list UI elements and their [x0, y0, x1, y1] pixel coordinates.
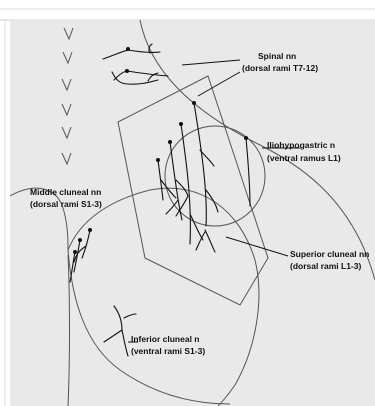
label-middle-cluneal-line1: Middle cluneal nn — [30, 187, 101, 197]
label-superior-cluneal-line1: Superior cluneal nn — [290, 249, 369, 259]
label-inferior-cluneal-line1: Inferior cluneal n — [131, 334, 200, 344]
label-superior-cluneal-line2: (dorsal rami L1-3) — [290, 261, 361, 271]
label-spinal-nn-line2: (dorsal rami T7-12) — [242, 63, 318, 73]
label-iliohypogastric-line1: Iliohypogastric n — [267, 140, 335, 150]
label-spinal-nn-line1: Spinal nn — [258, 51, 296, 61]
label-inferior-cluneal-line2: (ventral rami S1-3) — [131, 346, 205, 356]
label-middle-cluneal-line2: (dorsal rami S1-3) — [30, 199, 102, 209]
label-iliohypogastric-line2: (ventral ramus L1) — [267, 153, 341, 163]
